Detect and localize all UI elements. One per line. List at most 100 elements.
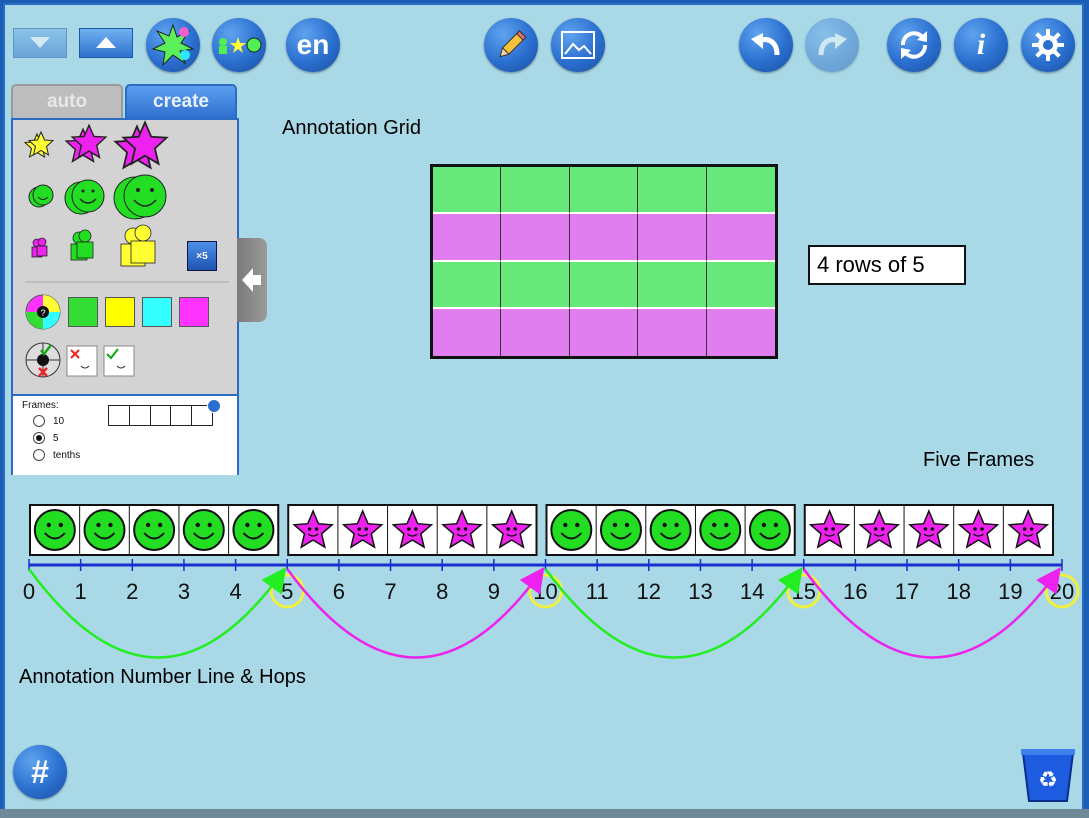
grid-cell[interactable] xyxy=(569,308,639,356)
frame-preview[interactable] xyxy=(108,405,213,426)
smiley-counter[interactable] xyxy=(182,509,225,551)
star-eye xyxy=(923,527,928,531)
frames-radio-5[interactable] xyxy=(33,432,45,444)
grid-cell[interactable] xyxy=(638,261,707,309)
color-wheel-icon[interactable]: ? xyxy=(25,294,61,330)
scatter-mode-button[interactable] xyxy=(146,18,200,72)
undo-button[interactable] xyxy=(739,18,793,72)
star-counter[interactable] xyxy=(441,509,483,549)
star-large-icon[interactable] xyxy=(114,121,168,169)
grid-cell[interactable] xyxy=(433,214,502,262)
five-frame[interactable] xyxy=(803,504,1054,556)
color-swatch-magenta[interactable] xyxy=(179,297,209,327)
image-button[interactable] xyxy=(551,18,605,72)
smiley-small-icon[interactable] xyxy=(28,184,54,208)
grid-cell[interactable] xyxy=(433,308,502,356)
grid-cell[interactable] xyxy=(569,261,639,309)
star-counter[interactable] xyxy=(957,509,1000,549)
language-button[interactable]: en xyxy=(286,18,340,72)
grid-cell[interactable] xyxy=(501,214,570,262)
trash-button[interactable]: ♻ xyxy=(1021,747,1075,803)
star-mouth xyxy=(923,533,935,537)
grid-cell[interactable] xyxy=(569,167,639,215)
star-counter[interactable] xyxy=(808,509,851,549)
hop-arc[interactable] xyxy=(286,566,545,659)
person-large-icon[interactable] xyxy=(120,224,156,267)
smiley-counter[interactable] xyxy=(748,509,791,551)
star-medium-icon[interactable] xyxy=(65,124,107,163)
tab-create[interactable]: create xyxy=(125,84,237,118)
five-frame[interactable] xyxy=(29,504,280,556)
redo-button[interactable] xyxy=(805,18,859,72)
grid-button[interactable]: # xyxy=(13,745,67,799)
star-small-icon[interactable] xyxy=(24,131,54,158)
grid-cell[interactable] xyxy=(501,261,570,309)
grid-cell[interactable] xyxy=(569,214,639,262)
star-counter[interactable] xyxy=(1007,509,1050,549)
five-frame[interactable] xyxy=(287,504,538,556)
smiley-large-icon[interactable] xyxy=(113,174,167,220)
rotate-frame-icon[interactable] xyxy=(207,399,221,413)
smiley-counter[interactable] xyxy=(699,509,742,551)
hop-arc[interactable] xyxy=(544,566,803,659)
panel-collapse-handle[interactable] xyxy=(237,238,267,322)
color-swatch-yellow[interactable] xyxy=(105,297,135,327)
annotation-grid[interactable] xyxy=(430,164,778,359)
hop-arc[interactable] xyxy=(802,566,1061,659)
grid-caption[interactable]: 4 rows of 5 xyxy=(808,245,966,285)
smiley-medium-icon[interactable] xyxy=(64,179,105,215)
collapse-down-button[interactable] xyxy=(13,28,67,58)
color-swatch-cyan[interactable] xyxy=(142,297,172,327)
grid-cell[interactable] xyxy=(638,308,707,356)
objects-mode-button[interactable] xyxy=(212,18,266,72)
person-small-icon[interactable] xyxy=(31,237,48,258)
grid-cell[interactable] xyxy=(706,214,775,262)
grid-cell[interactable] xyxy=(433,261,502,309)
five-frame[interactable] xyxy=(545,504,796,556)
grid-cell[interactable] xyxy=(706,261,775,309)
smiley-counter[interactable] xyxy=(232,509,275,551)
star-eye xyxy=(357,527,362,531)
frames-radio-10[interactable] xyxy=(33,415,45,427)
person-medium-icon[interactable] xyxy=(70,229,94,261)
smiley-eye xyxy=(674,522,679,528)
pencil-button[interactable] xyxy=(484,18,538,72)
smiley-counter[interactable] xyxy=(33,509,76,551)
smiley-counter[interactable] xyxy=(133,509,176,551)
grid-cell[interactable] xyxy=(433,167,502,215)
smiley-counter[interactable] xyxy=(599,509,642,551)
grid-cell[interactable] xyxy=(638,167,707,215)
expand-up-button[interactable] xyxy=(79,28,133,58)
settings-button[interactable] xyxy=(1021,18,1075,72)
color-swatch-green[interactable] xyxy=(68,297,98,327)
star-counter[interactable] xyxy=(292,509,334,549)
grid-cell[interactable] xyxy=(501,308,570,356)
redo-icon xyxy=(818,33,847,56)
star-mouth xyxy=(1022,533,1034,537)
smiley-counter[interactable] xyxy=(550,509,593,551)
grid-cell[interactable] xyxy=(501,167,570,215)
smiley-counter[interactable] xyxy=(649,509,692,551)
refresh-button[interactable] xyxy=(887,18,941,72)
right-smiley-icon[interactable] xyxy=(103,345,135,377)
number-line-label: 0 xyxy=(23,579,35,604)
burst-icon xyxy=(151,23,195,67)
smiley-eye xyxy=(145,522,151,528)
star-counter[interactable] xyxy=(858,509,901,549)
star-counter[interactable] xyxy=(490,509,533,549)
tab-auto[interactable]: auto xyxy=(11,84,123,118)
grid-cell[interactable] xyxy=(638,214,707,262)
multiplier-button[interactable]: ×5 xyxy=(187,241,217,271)
wrong-smiley-icon[interactable] xyxy=(66,345,98,377)
frames-radio-tenths[interactable] xyxy=(33,449,45,461)
smiley-counter[interactable] xyxy=(83,509,126,551)
grid-cell[interactable] xyxy=(706,167,775,215)
hop-arc[interactable] xyxy=(27,566,287,659)
info-button[interactable]: i xyxy=(954,18,1008,72)
star-counter[interactable] xyxy=(908,509,950,549)
grid-cell[interactable] xyxy=(706,308,775,356)
check-mode-icon[interactable] xyxy=(25,342,61,378)
star-counter[interactable] xyxy=(391,509,434,549)
star-counter[interactable] xyxy=(341,509,384,549)
number-line-label: 7 xyxy=(384,579,396,604)
